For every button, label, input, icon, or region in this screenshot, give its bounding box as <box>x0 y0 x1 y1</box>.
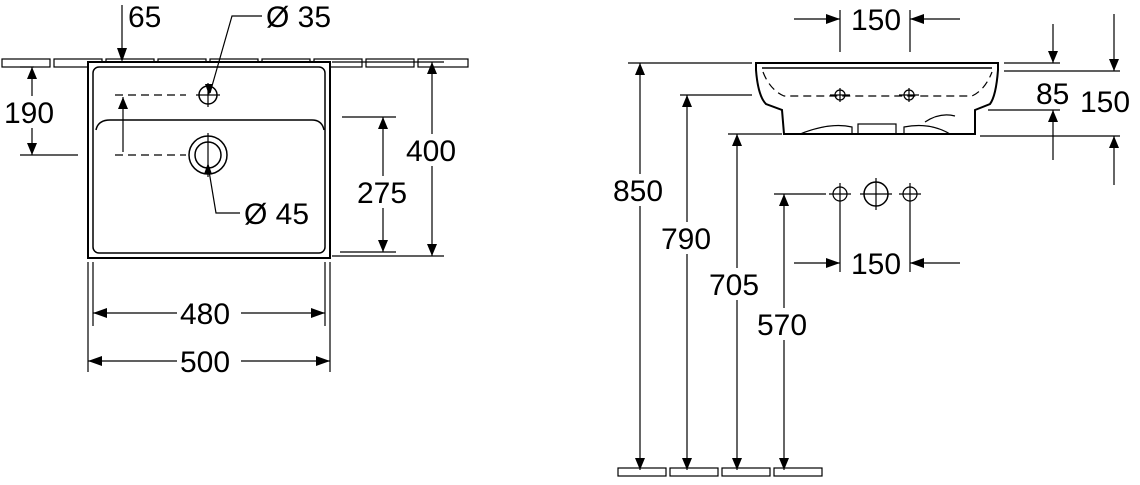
dim-bottom-floor: 705 <box>709 269 759 302</box>
dim-rim-height: 85 <box>1036 78 1069 111</box>
floor-strip <box>617 467 823 477</box>
dim-drain-depth: 190 <box>4 97 54 130</box>
dim-drain: Ø 45 <box>244 198 309 231</box>
dim-supply-spacing: 150 <box>851 248 901 281</box>
supply-fittings <box>829 178 921 210</box>
dim-tap-hole: Ø 35 <box>266 1 331 34</box>
dim-supply-floor: 570 <box>757 309 807 342</box>
top-view: 65 Ø 35 Ø 45 190 275 400 <box>1 1 469 379</box>
tap-mark-left <box>830 88 850 102</box>
basin-side-outline <box>755 62 999 135</box>
basin-inner <box>92 66 326 254</box>
dim-tap-floor: 790 <box>661 223 711 256</box>
tap-mark-right <box>899 88 919 102</box>
dim-outer-width: 500 <box>180 346 230 379</box>
dim-outer-depth: 400 <box>406 135 456 168</box>
dim-bowl-height: 150 <box>1080 86 1130 119</box>
dim-tap-offset: 65 <box>128 1 161 34</box>
dim-inner-width: 480 <box>180 298 230 331</box>
dim-inner-depth: 275 <box>357 177 407 210</box>
dim-top-width: 150 <box>851 4 901 37</box>
dim-rim-floor: 850 <box>613 175 663 208</box>
side-view: 150 85 150 850 790 <box>612 4 1130 477</box>
